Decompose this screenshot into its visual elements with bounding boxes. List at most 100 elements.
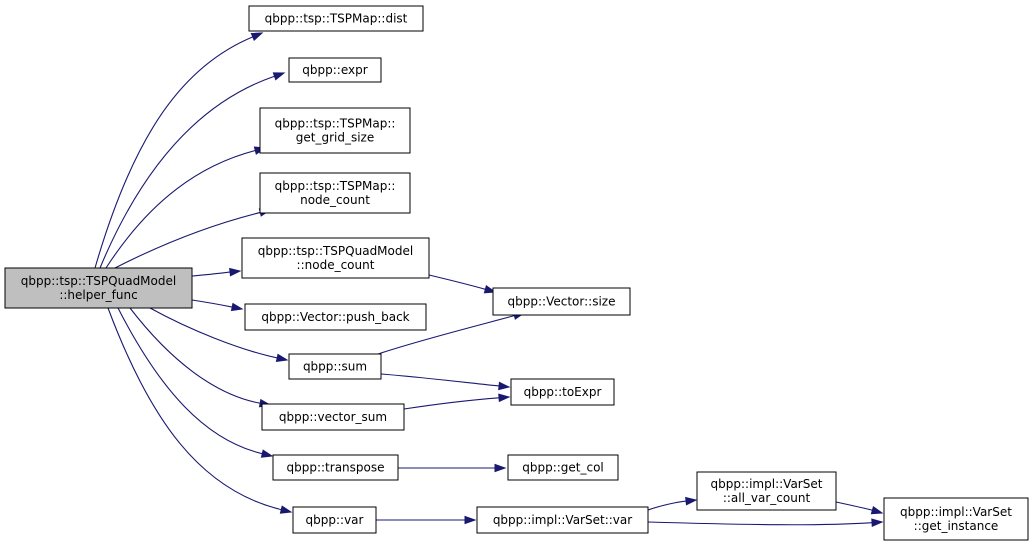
node-box [244,303,427,331]
node-box [696,471,837,511]
node-label: node_count [300,193,370,207]
edge-quad_node_count-to-vector_size [428,274,497,294]
node-label: qbpp::tsp::TSPQuadModel [258,244,413,258]
node-label: qbpp::tsp::TSPMap::dist [265,12,408,26]
edge-helper_func-to-sum [149,307,289,363]
edge-helper_func-to-expr [99,72,286,269]
call-graph-nodes: qbpp::tsp::TSPQuadModel::helper_funcqbpp… [4,5,1029,541]
node-box [4,267,193,309]
edge-line [107,307,282,511]
edge-helper_func-to-push_back [191,299,244,312]
edge-line [99,75,275,269]
edge-helper_func-to-var [107,307,293,514]
edge-line [377,315,515,355]
edge-line [149,307,278,359]
edge-arrowhead [260,449,274,458]
node-label: ::helper_func [59,288,137,302]
node-map-node-count[interactable]: qbpp::tsp::TSPMap::node_count [259,172,411,214]
node-box [259,107,411,154]
node-push-back[interactable]: qbpp::Vector::push_back [244,303,427,331]
node-box [288,57,382,83]
edge-vector_sum-to-toExpr [403,393,511,410]
node-var[interactable]: qbpp::var [292,506,377,534]
edge-line [117,307,263,455]
node-all-var-count[interactable]: qbpp::impl::VarSet::all_var_count [696,471,837,511]
edge-varset_var-to-all_var_count [647,496,698,511]
edge-arrowhead [230,302,244,312]
node-helper-func[interactable]: qbpp::tsp::TSPQuadModel::helper_func [4,267,193,309]
edge-line [105,149,256,269]
node-get-instance[interactable]: qbpp::impl::VarSet::get_instance [883,497,1029,541]
node-expr[interactable]: qbpp::expr [288,57,382,83]
edge-line [380,373,500,387]
node-quad-node-count[interactable]: qbpp::tsp::TSPQuadModel::node_count [241,237,430,279]
edge-arrowhead [464,515,477,525]
edge-line [403,397,500,410]
node-label: qbpp::Vector::push_back [261,310,409,324]
edge-arrowhead [483,285,497,294]
edge-var-to-varset_var [376,515,477,525]
edge-arrowhead [494,463,507,473]
edge-arrowhead [279,505,293,514]
edge-line [835,501,873,511]
node-get-col[interactable]: qbpp::get_col [507,454,619,481]
edge-line [647,500,687,511]
node-label: qbpp::sum [303,360,367,374]
edge-helper_func-to-quad_node_count [191,267,242,277]
edge-all_var_count-to-get_instance [835,501,884,515]
node-label: qbpp::impl::VarSet [711,477,823,491]
node-label: qbpp::Vector::size [508,295,616,309]
node-box [883,497,1029,541]
node-box [248,5,424,32]
node-label: qbpp::get_col [522,461,604,475]
edge-varset_var-to-get_instance [647,518,884,527]
node-box [261,403,405,431]
edge-line [129,307,261,404]
edge-line [191,299,233,308]
node-vector-sum[interactable]: qbpp::vector_sum [261,403,405,431]
edge-arrowhead [685,496,698,506]
node-box [259,172,411,214]
node-box [241,237,430,279]
call-graph-edges [94,32,884,527]
node-label: qbpp::impl::VarSet::var [493,513,632,527]
edge-line [647,521,873,526]
node-label: ::all_var_count [723,491,811,505]
node-box [292,506,377,534]
edge-sum-to-toExpr [380,373,511,391]
node-label: qbpp::vector_sum [279,410,387,424]
node-dist[interactable]: qbpp::tsp::TSPMap::dist [248,5,424,32]
node-box [507,454,619,481]
node-label: qbpp::tsp::TSPMap:: [275,179,396,193]
node-box [492,287,631,316]
edge-arrowhead [870,505,884,515]
node-label: qbpp::transpose [287,461,385,475]
node-varset-var[interactable]: qbpp::impl::VarSet::var [476,506,649,534]
edge-arrowhead [498,381,511,391]
node-sum[interactable]: qbpp::sum [288,353,382,380]
node-label: ::get_instance [914,519,999,533]
edge-arrowhead [871,518,884,527]
node-label: qbpp::var [306,513,364,527]
edge-arrowhead [250,32,264,42]
edge-arrowhead [498,393,511,403]
node-box [510,378,615,406]
node-box [476,506,649,534]
edge-line [94,36,253,269]
node-vector-size[interactable]: qbpp::Vector::size [492,287,631,316]
node-box [288,353,382,380]
edge-arrowhead [272,72,286,81]
edge-line [191,271,231,277]
node-label: qbpp::impl::VarSet [900,505,1012,519]
node-transpose[interactable]: qbpp::transpose [272,454,399,481]
edge-line [114,211,261,269]
node-toExpr[interactable]: qbpp::toExpr [510,378,615,406]
node-label: qbpp::tsp::TSPQuadModel [21,274,176,288]
edge-arrowhead [275,353,289,363]
node-get-grid-size[interactable]: qbpp::tsp::TSPMap::get_grid_size [259,107,411,154]
edge-line [428,274,486,290]
node-box [272,454,399,481]
edge-arrowhead [229,267,242,277]
node-label: qbpp::expr [302,63,367,77]
